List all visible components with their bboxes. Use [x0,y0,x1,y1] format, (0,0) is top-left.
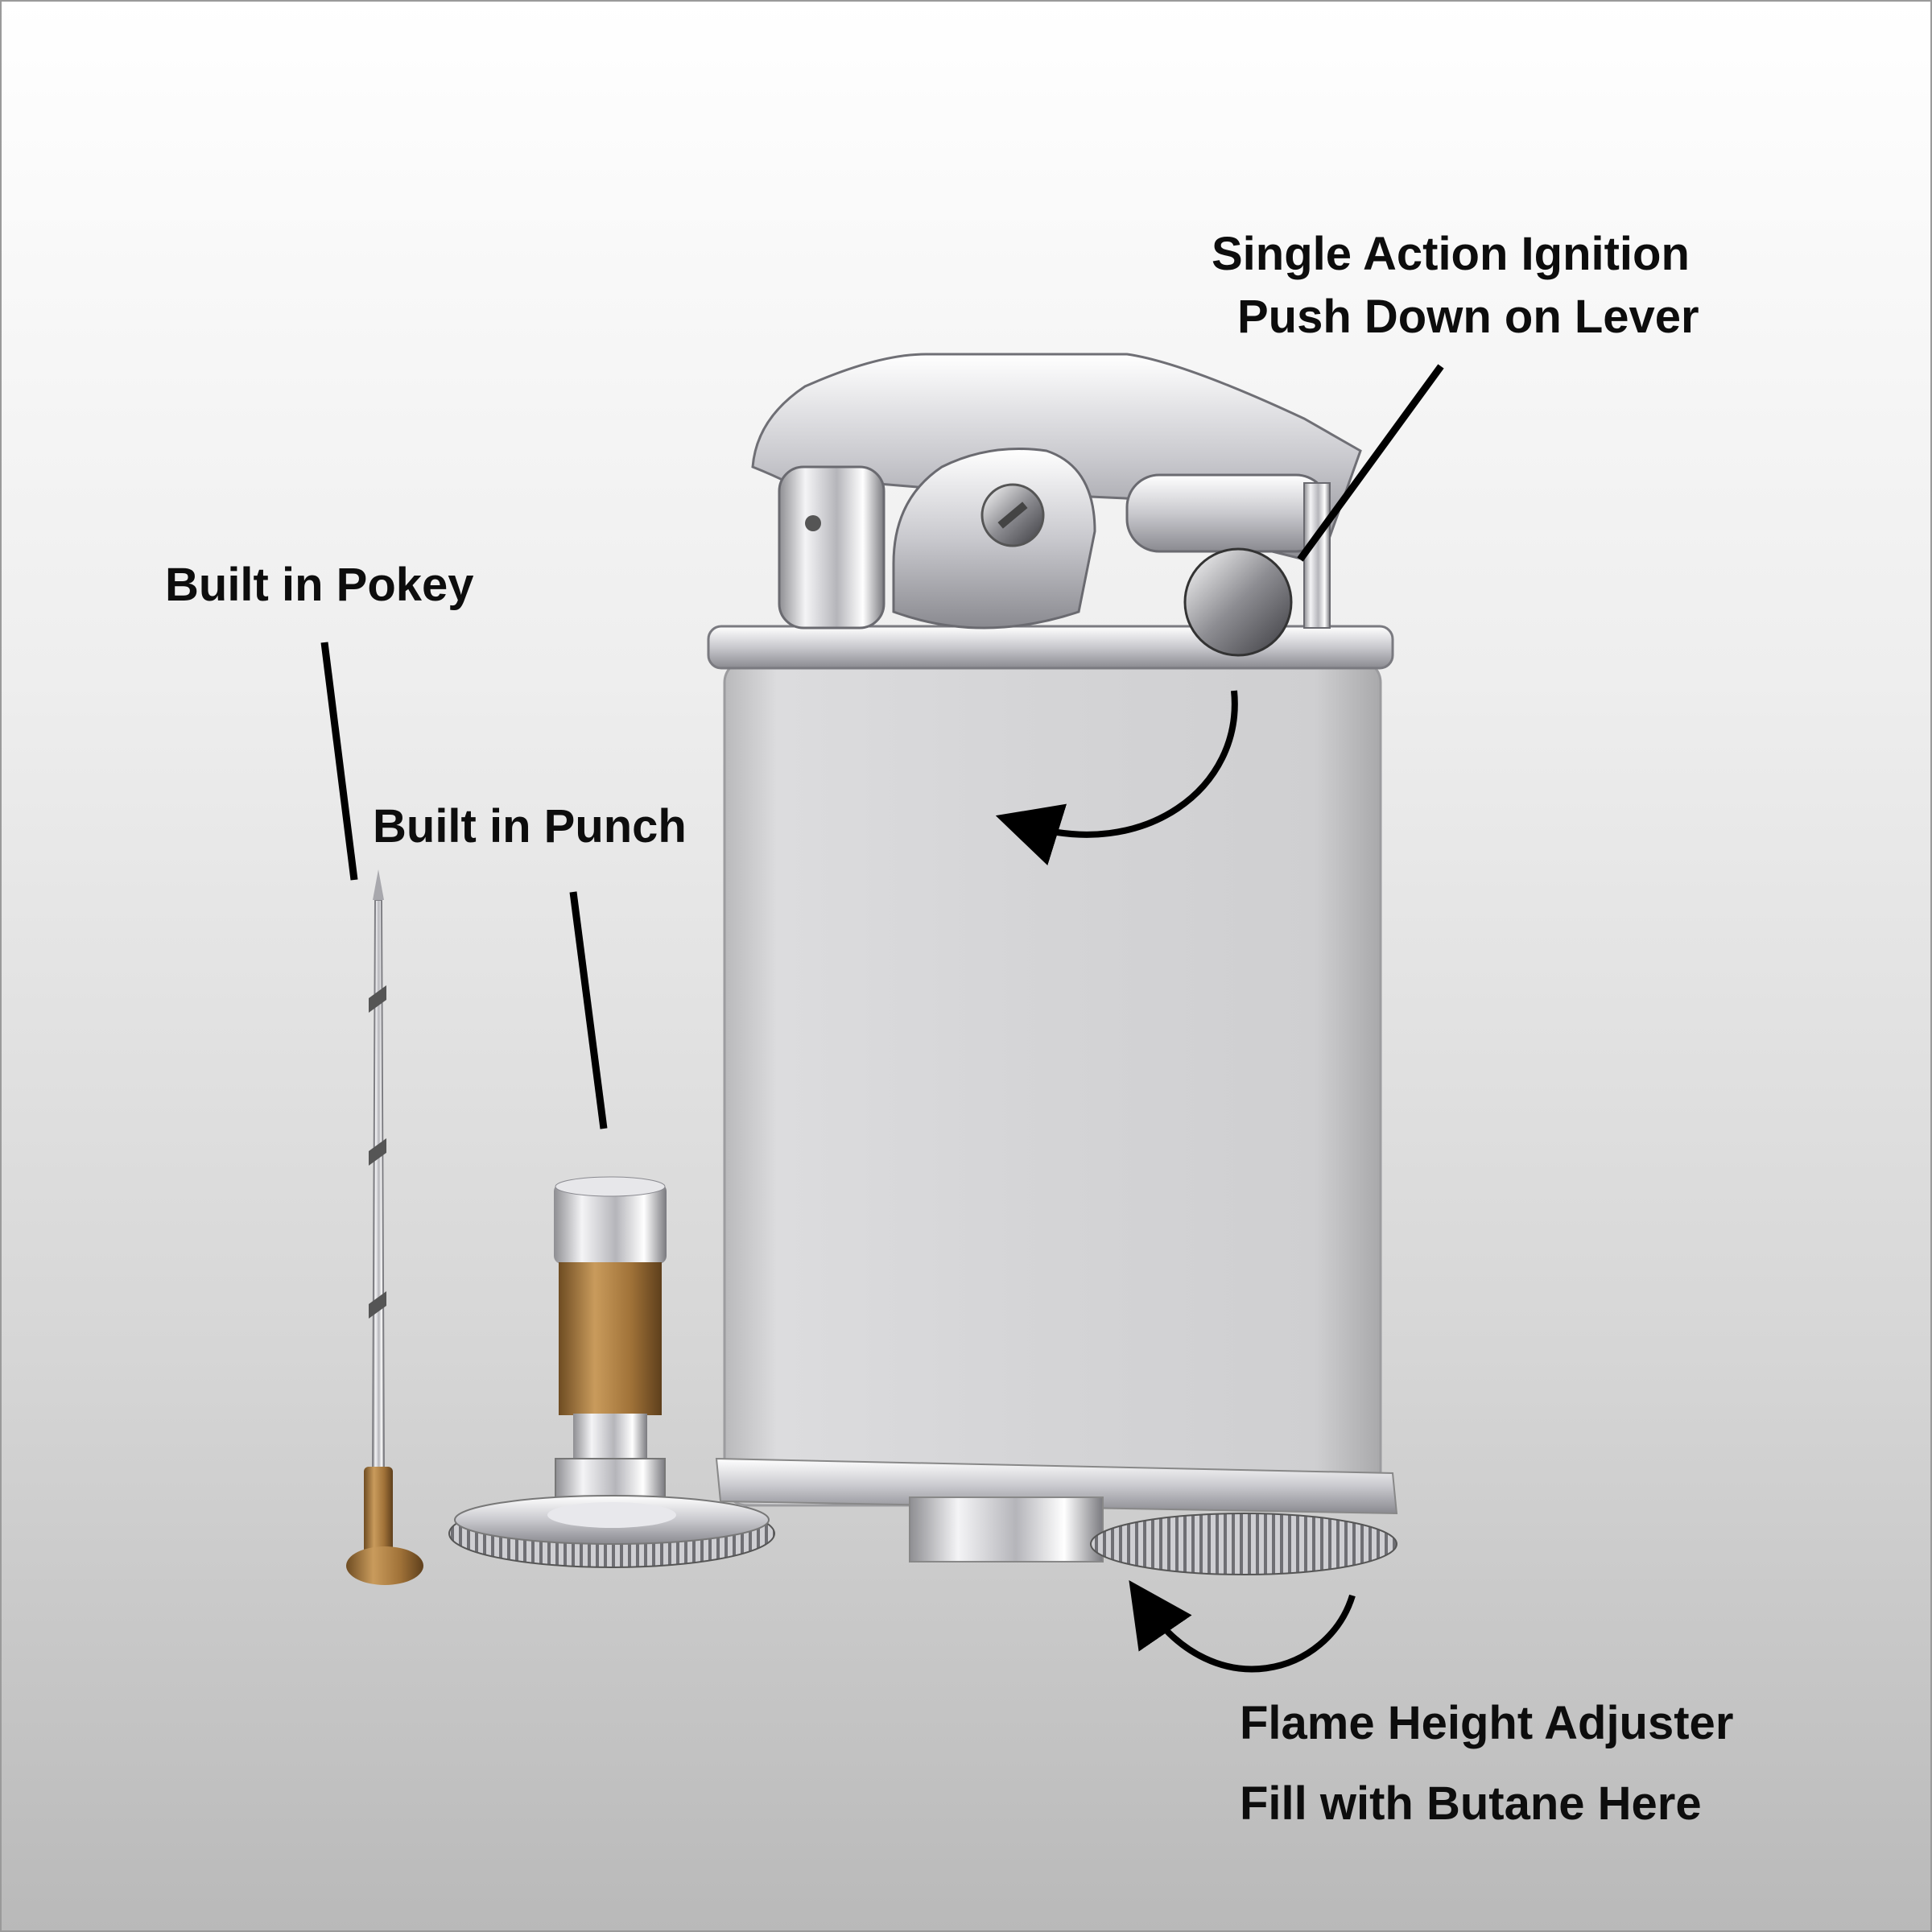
lighter-body [707,625,1398,1575]
pokey-label: Built in Pokey [165,559,474,611]
ignition-label-line1: Single Action Ignition [1212,228,1690,280]
ignition-leader-line [1297,364,1444,562]
flame-adjuster-label: Flame Height Adjuster [1240,1697,1734,1749]
butane-fill-label: Fill with Butane Here [1240,1777,1702,1830]
punch-label: Built in Punch [373,800,687,852]
pokey-tool [346,869,423,1585]
lever-rotation-arrow [995,690,1238,866]
adjuster-rotation-arrow [1129,1580,1356,1673]
ignition-label-line2: Push Down on Lever [1237,291,1699,343]
ignition-mechanism [751,353,1362,657]
pokey-leader-line [320,642,358,881]
punch-tool [448,1176,775,1568]
punch-leader-line [569,891,608,1129]
